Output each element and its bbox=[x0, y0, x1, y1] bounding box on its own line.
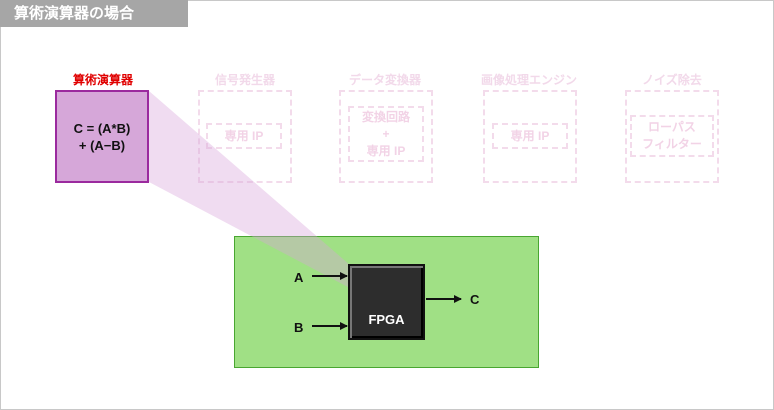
section-title: 算術演算器の場合 bbox=[0, 0, 188, 27]
ghost-inner-text: 専用 IP bbox=[224, 128, 264, 143]
input-b-label: B bbox=[294, 320, 304, 335]
fpga-chip: FPGA bbox=[348, 264, 425, 340]
ghost-label-image-engine: 画像処理エンジン bbox=[480, 73, 577, 87]
output-c-label: C bbox=[470, 292, 480, 307]
ghost-label-noise-removal: ノイズ除去 bbox=[642, 73, 702, 87]
formula-line-2: + (A−B) bbox=[78, 137, 126, 153]
ghost-inner-signal-generator: 専用 IP bbox=[206, 123, 282, 149]
ghost-inner-text: 専用 IP bbox=[510, 128, 550, 143]
input-a-label: A bbox=[294, 270, 304, 285]
ghost-inner-text: 専用 IP bbox=[366, 143, 406, 158]
ghost-inner-data-converter: 変換回路 + 専用 IP bbox=[348, 106, 424, 162]
active-block-label: 算術演算器 bbox=[72, 73, 133, 87]
ghost-label-data-converter: データ変換器 bbox=[348, 73, 421, 87]
ghost-inner-noise-removal: ローパス フィルター bbox=[630, 115, 714, 157]
ghost-block-noise-removal bbox=[625, 90, 719, 183]
ghost-inner-text: + bbox=[382, 126, 390, 141]
ghost-inner-text: 変換回路 bbox=[361, 109, 410, 124]
ghost-inner-text: フィルター bbox=[642, 137, 702, 151]
arithmetic-unit-block: C = (A*B) + (A−B) bbox=[55, 90, 149, 183]
projection-beam bbox=[149, 91, 395, 304]
ghost-block-signal-generator bbox=[198, 90, 292, 183]
ghost-inner-text: ローパス bbox=[648, 120, 696, 134]
formula-line-1: C = (A*B) bbox=[73, 120, 131, 136]
ghost-label-signal-generator: 信号発生器 bbox=[214, 73, 275, 87]
ghost-inner-image-engine: 専用 IP bbox=[492, 123, 568, 149]
ghost-block-data-converter bbox=[339, 90, 433, 183]
ghost-block-image-engine bbox=[483, 90, 577, 183]
